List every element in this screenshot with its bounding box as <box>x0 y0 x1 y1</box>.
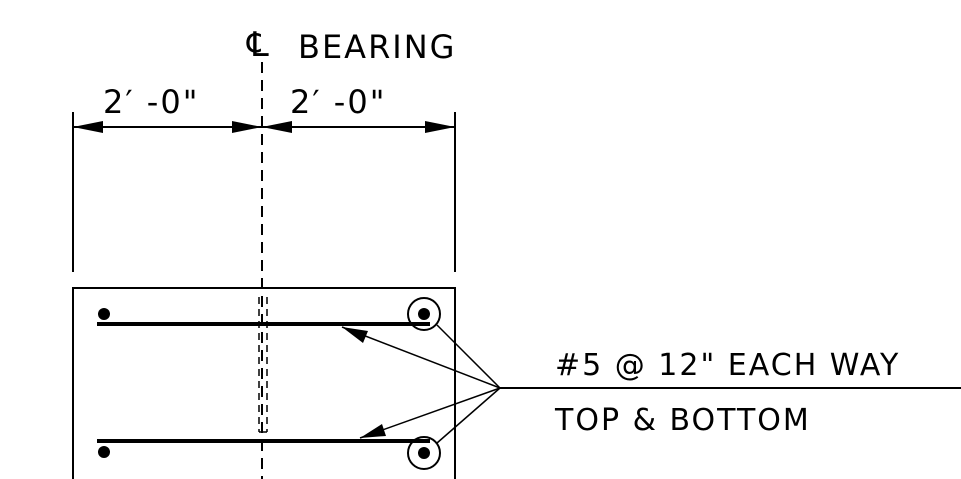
dimension-arrow-right-inner <box>262 121 292 133</box>
rebar-end-dot-top-right <box>418 308 430 320</box>
leader-to-top-circle <box>436 324 501 389</box>
bearing-pad-outline <box>72 287 456 479</box>
callout-rebar-spec: #5 @ 12" EACH WAY <box>555 348 900 383</box>
leader-arrow-bottom-bar <box>360 424 386 438</box>
leader-to-top-bar <box>341 326 501 389</box>
dimension-left-label: 2′ -0" <box>103 83 199 121</box>
dimension-right-label: 2′ -0" <box>290 83 386 121</box>
leader-arrow-top-bar <box>342 327 368 343</box>
rebar-callout-circle-bottom <box>407 436 441 470</box>
dimension-arrow-left-outer <box>73 121 103 133</box>
dimension-arrow-right-outer <box>425 121 455 133</box>
dimension-arrow-left-inner <box>232 121 262 133</box>
rebar-end-dot-bottom-right <box>418 447 430 459</box>
rebar-callout-circle-top <box>407 297 441 331</box>
leader-to-bottom-circle <box>436 387 501 444</box>
rebar-end-dot-top-left <box>98 308 110 320</box>
centerline-label: BEARING <box>298 28 456 66</box>
rebar-end-dot-bottom-left <box>98 446 110 458</box>
centerline-symbol: ℄ <box>246 25 271 65</box>
callout-location: TOP & BOTTOM <box>554 403 811 438</box>
